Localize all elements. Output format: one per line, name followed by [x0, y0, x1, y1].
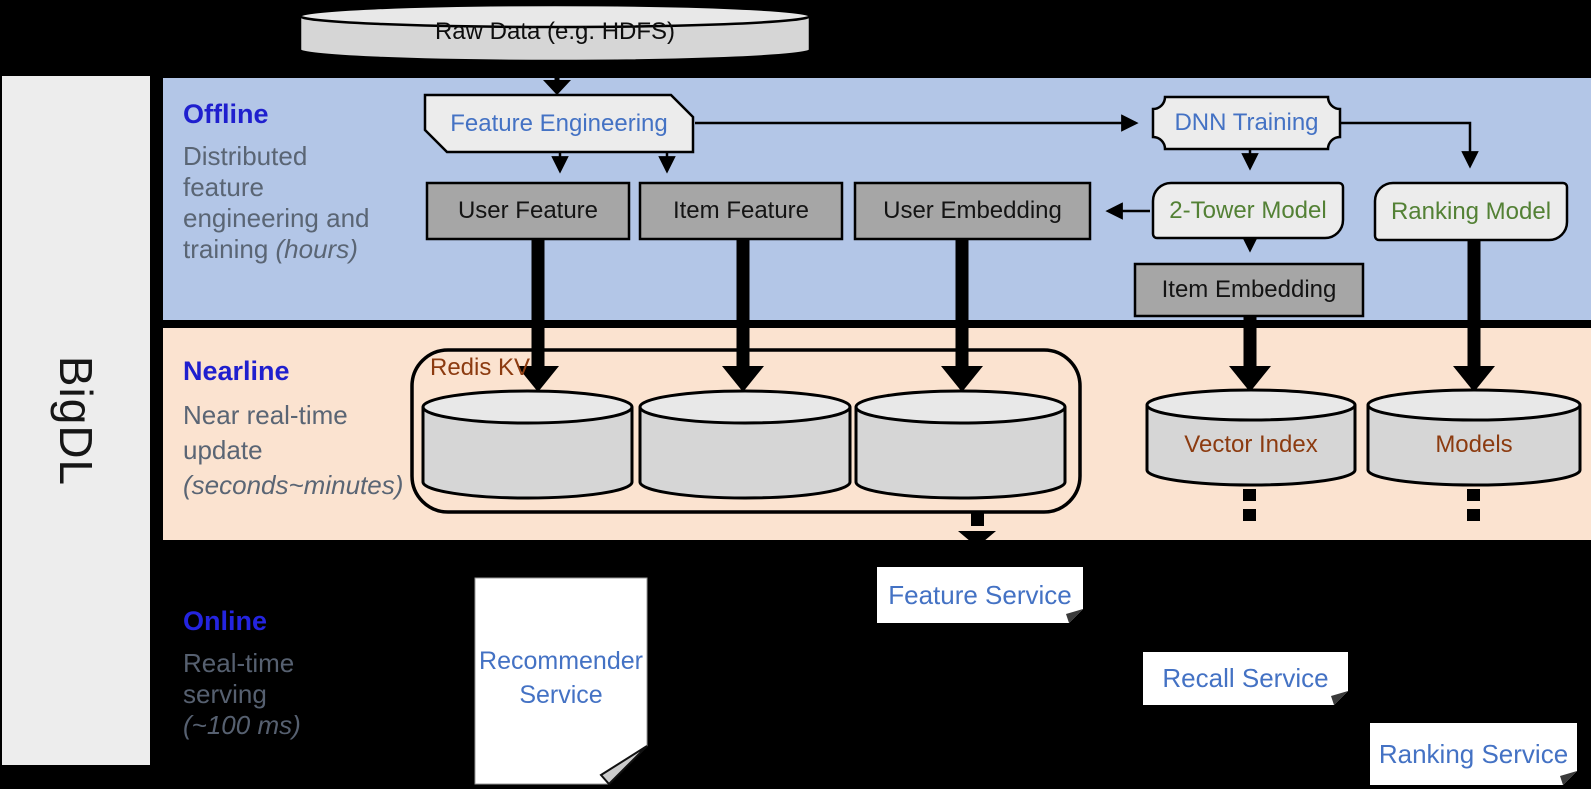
ranking-model-node [1373, 181, 1569, 242]
online-section-description: Real-time serving (~100 ms) [183, 648, 301, 740]
online-latency-note: (~100 ms) [183, 710, 301, 740]
redis-kv-label: Redis KV [430, 354, 531, 381]
arrow-item-feature-to-kv [722, 240, 764, 392]
arrow-user-embedding-to-kv [941, 240, 983, 392]
redis-kv-group [410, 348, 1082, 514]
arrow-rawdata-to-feature-engineering [543, 63, 571, 95]
offline-latency-note: (hours) [275, 234, 358, 264]
arrow-ranking-model-to-models [1453, 241, 1495, 392]
kv-cylinder-2 [638, 389, 852, 500]
nearline-section-title: Nearline [183, 356, 290, 386]
nearline-latency-note: (seconds~minutes) [183, 470, 404, 500]
feature-service-doc [877, 567, 1083, 623]
offline-section-description: Distributed feature engineering and trai… [183, 141, 370, 264]
kv-cylinder-3 [854, 389, 1067, 500]
item-embedding-node [1133, 262, 1365, 318]
kv-cylinder-1 [421, 389, 634, 500]
offline-section-title: Offline [183, 99, 269, 129]
arrow-user-feature-to-kv [517, 240, 559, 392]
two-tower-model-node [1151, 181, 1345, 240]
recommender-service-doc [474, 577, 648, 786]
nearline-section-description: Near real-time update (seconds~minutes) [183, 400, 404, 500]
dnn-training-node [1151, 95, 1342, 151]
item-feature-node [638, 181, 844, 241]
models-cylinder [1366, 388, 1582, 487]
online-section-title: Online [183, 606, 268, 636]
raw-data-cylinder [298, 3, 812, 63]
ranking-service-doc [1370, 723, 1577, 785]
arrow-dnn-to-ranking-model [1341, 121, 1479, 169]
feature-engineering-node [423, 93, 695, 154]
recall-service-doc [1143, 652, 1348, 705]
dashed-link-models-to-ranking [1467, 489, 1480, 521]
brand-sidebar [2, 76, 150, 765]
dashed-link-vector-index-to-recall [1243, 489, 1256, 521]
dashed-arrow-kv-to-feature-service [958, 513, 996, 547]
user-feature-node [425, 181, 631, 241]
vector-index-cylinder [1145, 388, 1357, 487]
user-embedding-node [853, 181, 1092, 241]
arrow-item-embedding-to-vector-index [1229, 317, 1271, 392]
